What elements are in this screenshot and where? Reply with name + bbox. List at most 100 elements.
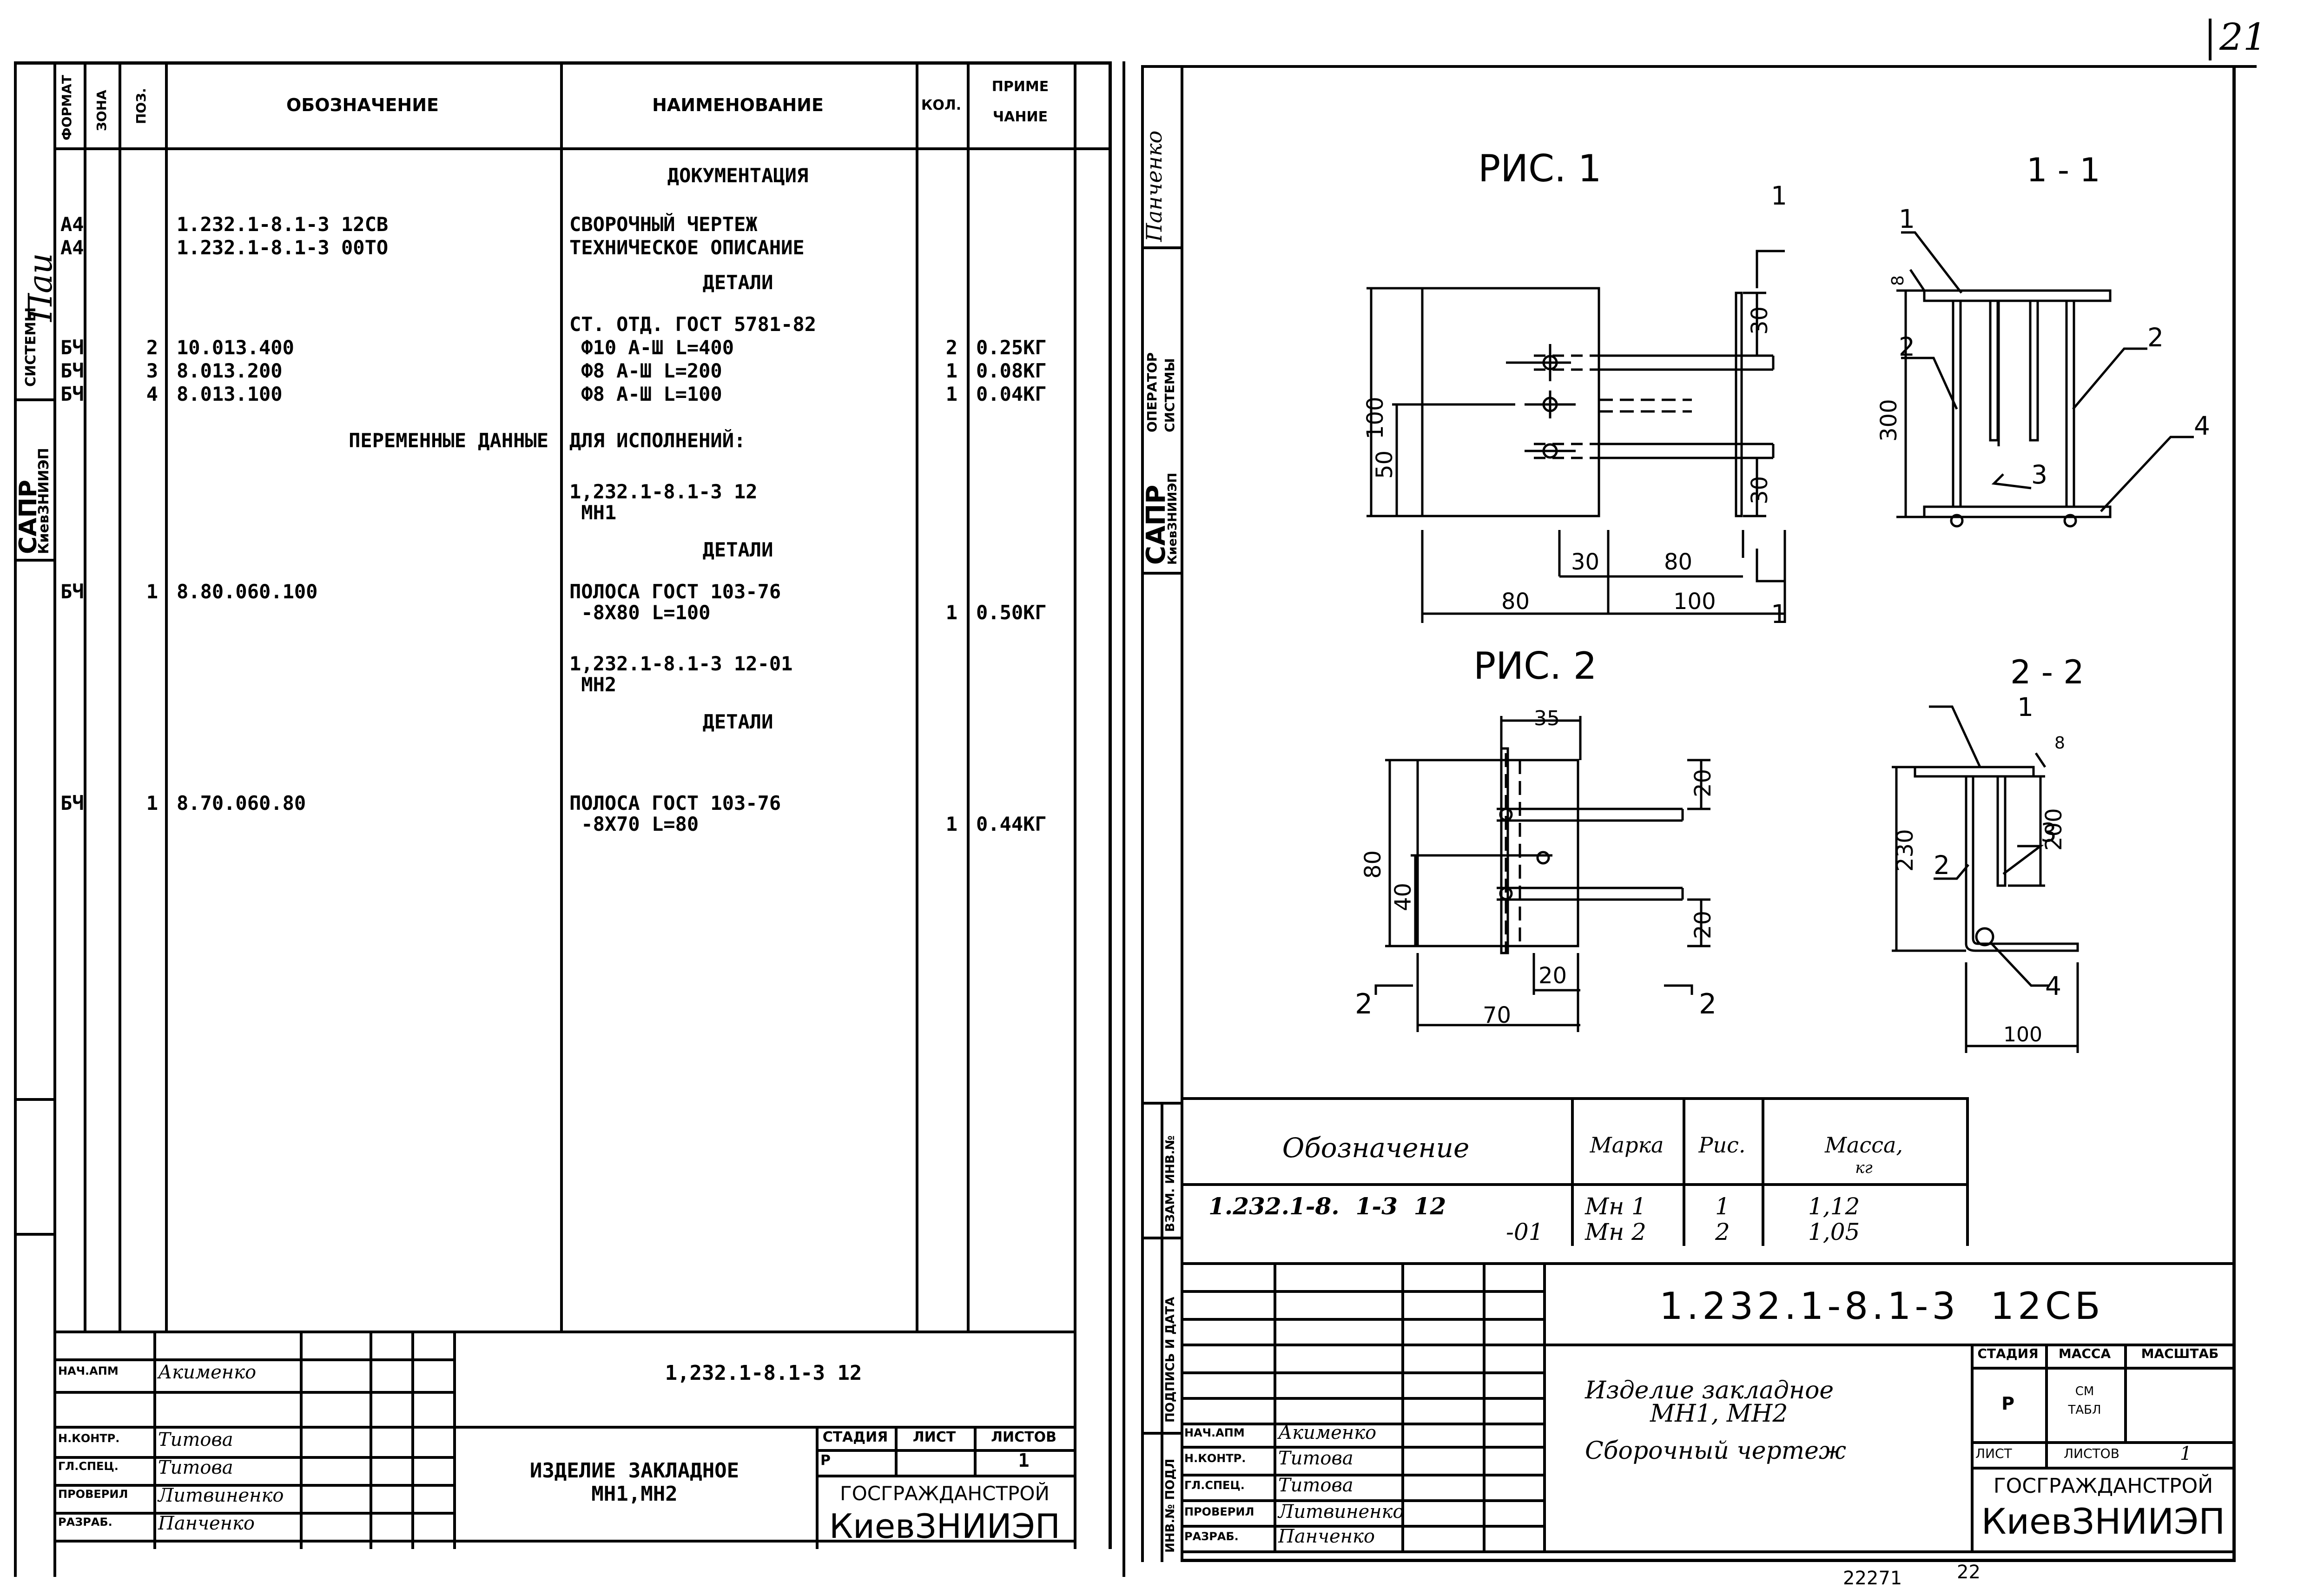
svg-text:8: 8 — [1888, 275, 1908, 286]
fig1-drawing — [1367, 250, 1786, 623]
right-stamp-sheets-h: ЛИСТОВ — [2064, 1446, 2119, 1461]
stamp-role: НАЧ.АПМ — [1184, 1426, 1245, 1439]
col-format: ФОРМАТ — [59, 75, 74, 140]
mt-h-unit: кг — [1855, 1159, 1873, 1177]
spec-note: 0.44КГ — [976, 813, 1047, 835]
stamp-sheet-header: ЛИСТ — [912, 1429, 956, 1445]
spec-format: БЧ — [60, 792, 84, 814]
spec-format: А4 — [60, 213, 84, 236]
svg-text:3: 3 — [2040, 818, 2057, 847]
page-number-tick — [2209, 19, 2212, 60]
spec-name: ПОЛОСА ГОСТ 103-76 — [569, 792, 781, 814]
spec-qty: 2 — [945, 336, 957, 359]
side-label-vzam: ВЗАМ. ИНВ.№ — [1163, 1135, 1177, 1232]
sec22-title: 2 - 2 — [2010, 653, 2084, 691]
col-qty: КОЛ. — [921, 97, 962, 113]
spec-pos: 3 — [146, 359, 158, 382]
svg-text:20: 20 — [1690, 911, 1716, 939]
right-stamp-title-1: Изделие закладное — [1585, 1377, 1834, 1404]
svg-text:1: 1 — [1899, 204, 1915, 234]
page-number: 21 — [2219, 15, 2267, 59]
fig2-title: РИС. 2 — [1473, 644, 1597, 688]
spec-pos: 4 — [146, 383, 158, 405]
spec-name: СВОРОЧНЫЙ ЧЕРТЕЖ — [569, 213, 758, 236]
svg-text:80: 80 — [1360, 850, 1386, 879]
spec-qty: 1 — [945, 813, 957, 835]
mt-r2-fig: 2 — [1715, 1218, 1730, 1245]
mt-r1-mass: 1,12 — [1808, 1193, 1860, 1220]
stamp-org-2: КиевЗНИИЭП — [829, 1507, 1061, 1546]
svg-text:20: 20 — [1538, 963, 1567, 989]
stamp-person: Акименко — [1278, 1422, 1377, 1443]
col-note-2: ЧАНИЕ — [992, 109, 1048, 125]
col-name: НАИМЕНОВАНИЕ — [652, 95, 824, 115]
footer-page: 22 — [1957, 1562, 1981, 1583]
side-label-name: Панченко — [1142, 130, 1167, 242]
svg-text:300: 300 — [1876, 399, 1902, 442]
mt-h-mark: Марка — [1590, 1132, 1664, 1158]
svg-text:100: 100 — [2003, 1023, 2042, 1046]
svg-text:20: 20 — [1690, 769, 1716, 797]
svg-text:100: 100 — [1673, 589, 1716, 615]
stamp-sheets: 1 — [1018, 1450, 1030, 1471]
mt-h-fig: Рис. — [1698, 1132, 1746, 1158]
stamp-person: Литвиненко — [158, 1485, 284, 1506]
right-stamp-org-1: ГОСГРАЖДАНСТРОЙ — [1993, 1474, 2213, 1498]
stamp-person: Титова — [1278, 1448, 1353, 1469]
right-stamp-cm1: СМ — [2075, 1384, 2094, 1398]
right-stamp-stage: Р — [2001, 1393, 2014, 1414]
stamp-title-1: ИЗДЕЛИЕ ЗАКЛАДНОЕ — [529, 1459, 739, 1483]
svg-text:70: 70 — [1483, 1002, 1511, 1028]
spec-name: 1,232.1-8.1-3 12-01 — [569, 652, 793, 675]
spec-designation: 8.013.100 — [177, 383, 283, 405]
svg-text:230: 230 — [1892, 829, 1918, 872]
right-stamp-sheet-h: ЛИСТ — [1975, 1446, 2012, 1461]
stamp-sheets-header: ЛИСТОВ — [991, 1429, 1056, 1445]
svg-text:100: 100 — [1362, 397, 1388, 439]
svg-text:2: 2 — [1699, 988, 1717, 1020]
spec-name: 1,232.1-8.1-3 12 — [569, 480, 758, 503]
drawing-area: РИС. 1 — [1355, 147, 2210, 1053]
svg-text:80: 80 — [1501, 589, 1530, 615]
spec-name: СТ. ОТД. ГОСТ 5781-82 — [569, 313, 817, 336]
spec-note: 0.25КГ — [976, 336, 1047, 359]
col-zone: ЗОНА — [94, 90, 109, 131]
right-stamp-cm2: ТАБЛ — [2068, 1403, 2101, 1417]
spec-pos: 2 — [146, 336, 158, 359]
side-label-kiev: КиевЗНИИЭП — [1166, 472, 1180, 565]
spec-pos: 1 — [146, 792, 158, 814]
right-stamp-sheets: 1 — [2180, 1443, 2192, 1464]
side-label-operator: ОПЕРАТОР — [1144, 352, 1160, 432]
stamp-person: Панченко — [158, 1513, 255, 1534]
spec-designation: 8.013.200 — [177, 359, 283, 382]
right-stamp-title-3: Сборочный чертеж — [1585, 1437, 1846, 1465]
sec11-drawing — [1896, 231, 2194, 528]
fig2-drawing — [1374, 716, 1710, 1032]
right-stamp-scale-h: МАСШТАБ — [2141, 1346, 2219, 1361]
fig1-title: РИС. 1 — [1478, 147, 1602, 190]
side-label-podp: ПОДПИСЬ И ДАТА — [1163, 1297, 1177, 1423]
right-sheet: Панченко ОПЕРАТОР СИСТЕМЫ САПР КиевЗНИИЭ… — [1141, 65, 2257, 1588]
stamp-role: ПРОВЕРИЛ — [58, 1488, 128, 1501]
spec-name: ПОЛОСА ГОСТ 103-76 — [569, 580, 781, 603]
spec-designation: 1.232.1-8.1-3 00ТО — [177, 236, 389, 259]
stamp-code: 1,232.1-8.1-3 12 — [665, 1361, 862, 1385]
stamp-stage-header: СТАДИЯ — [822, 1429, 888, 1445]
svg-text:2: 2 — [2147, 323, 2164, 352]
stamp-org-1: ГОСГРАЖДАНСТРОЙ — [840, 1482, 1050, 1505]
spec-pos: 1 — [146, 580, 158, 603]
spec-qty: 1 — [945, 359, 957, 382]
svg-text:1: 1 — [2017, 692, 2034, 722]
stamp-person: Титова — [158, 1429, 233, 1450]
spec-name: Ф10 А-Ш L=400 — [569, 336, 734, 359]
mt-r2-mark: Мн 2 — [1585, 1218, 1646, 1245]
spec-designation: 8.80.060.100 — [177, 580, 318, 603]
stamp-person: Акименко — [158, 1362, 257, 1383]
svg-text:2: 2 — [1899, 332, 1915, 362]
spec-name: Ф8 А-Ш L=100 — [569, 383, 722, 405]
stamp-role: ГЛ.СПЕЦ. — [1184, 1479, 1245, 1492]
svg-text:40: 40 — [1390, 883, 1416, 911]
spec-note: 0.50КГ — [976, 601, 1047, 624]
mt-r2-des: -01 — [1506, 1218, 1544, 1245]
mt-r2-mass: 1,05 — [1808, 1218, 1860, 1245]
